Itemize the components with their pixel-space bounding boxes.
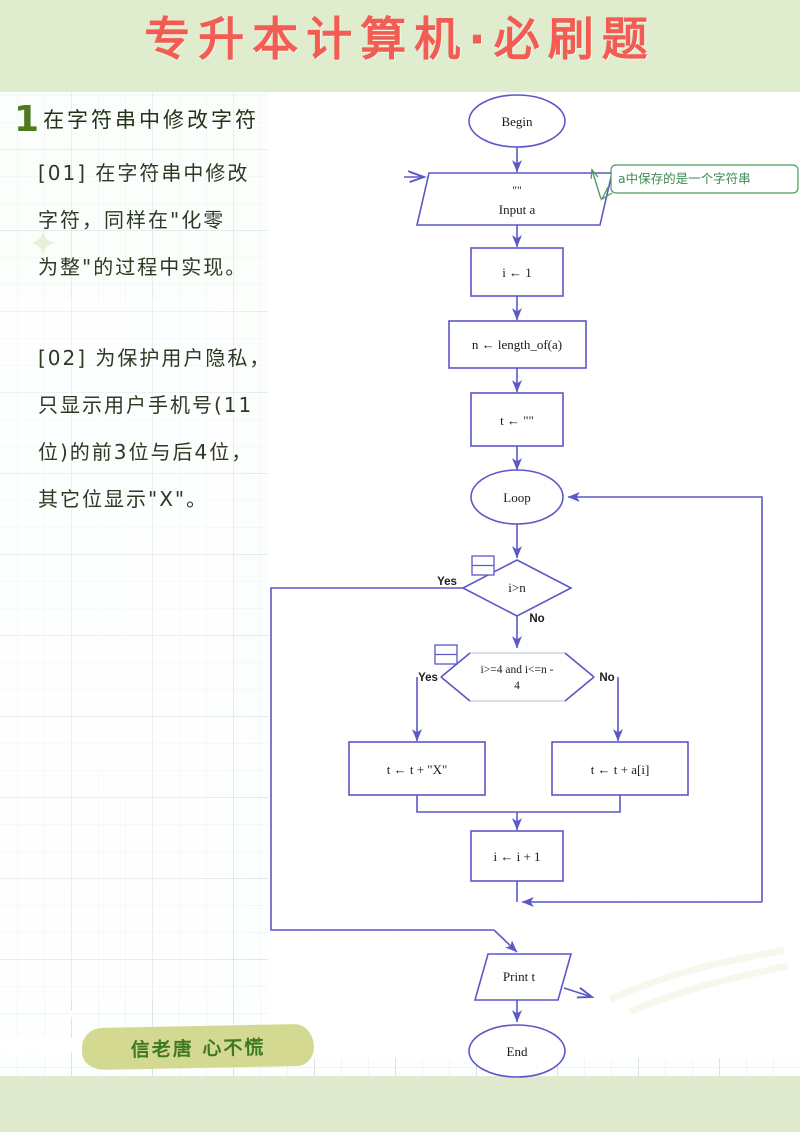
edge-assign-a-merge: [517, 795, 621, 813]
paragraph-01-line-2: 字符，同样在"化零: [38, 208, 226, 232]
edge-loopback-right: [567, 492, 763, 902]
flow-node-condition-2[interactable]: [439, 652, 596, 702]
annotation-text: a中保存的是一个字符串: [618, 171, 751, 186]
flow-node-assign-a-label: t ← t + a[i]: [591, 762, 650, 777]
paragraph-02-line-2: 只显示用户手机号(11: [38, 393, 254, 417]
paragraph-01-line-1: [01] 在字符串中修改: [38, 161, 250, 185]
flow-node-end[interactable]: [468, 1024, 566, 1078]
left-white-wash: [0, 300, 280, 1000]
flow-node-condition-2-label-line1: i>=4 and i<=n -: [481, 664, 554, 676]
paragraph-01: [01] 在字符串中修改 字符，同样在"化零 为整"的过程中实现。: [38, 150, 276, 291]
page-title: 专升本计算机·必刷题: [144, 12, 656, 66]
annotation-callout-box: [610, 164, 799, 194]
flow-node-init-i[interactable]: [470, 247, 564, 297]
edge-print-output-arrow: [563, 988, 592, 997]
flow-node-length-label: n ← length_of(a): [472, 337, 562, 352]
flow-node-init-i-label: i ← 1: [502, 265, 532, 280]
edge-label-cond1-yes: Yes: [437, 576, 457, 588]
edge-label-cond1-no: No: [529, 613, 544, 625]
flow-node-loop-label: Loop: [503, 490, 530, 505]
flow-node-assign-a[interactable]: [551, 741, 689, 796]
section-heading-text: 在字符串中修改字符: [43, 108, 260, 132]
left-text-column: 1 在字符串中修改字符 [01] 在字符串中修改 字符，同样在"化零 为整"的过…: [14, 100, 276, 523]
section-heading-row: 1 在字符串中修改字符: [14, 100, 276, 140]
paragraph-02-line-1: [02] 为保护用户隐私，: [38, 346, 272, 370]
flow-node-increment-label: i ← i + 1: [493, 849, 540, 864]
flow-node-input-top-label: "": [512, 185, 521, 197]
flow-node-condition-1-label: i>n: [508, 580, 526, 595]
paragraph-02-line-3: 位)的前3位与后4位，: [38, 440, 254, 464]
flow-node-input-label: Input a: [499, 202, 536, 217]
paragraph-02-line-4: 其它位显示"X"。: [38, 487, 209, 511]
flow-node-condition-2-edges: [440, 652, 595, 702]
edge-cond1-yes-to-print: [270, 587, 494, 931]
paragraph-02: [02] 为保护用户隐私， 只显示用户手机号(11 位)的前3位与后4位， 其它…: [38, 335, 276, 523]
edge-input-external-arrow-upper: [407, 170, 425, 178]
flow-node-assign-x-label: t ← t + "X": [387, 762, 448, 777]
white-writing-panel: [268, 68, 800, 1058]
edge-to-print: [493, 929, 518, 953]
flow-node-end-label: End: [507, 1044, 528, 1059]
edge-assign-x-merge: [416, 795, 517, 813]
flow-node-print-label: Print t: [503, 969, 536, 984]
annotation-callout-tail: [600, 186, 613, 201]
edge-label-cond2-yes: Yes: [418, 672, 438, 684]
flow-node-length[interactable]: [448, 320, 587, 369]
flow-node-condition-2-label-line2: 4: [514, 680, 520, 692]
header-band: [0, 0, 800, 92]
section-number: 1: [14, 99, 40, 140]
flow-node-init-t-label: t ← "": [500, 413, 534, 428]
edge-label-cond2-no: No: [599, 672, 614, 684]
paragraph-01-line-3: 为整"的过程中实现。: [38, 255, 248, 279]
flow-node-print[interactable]: [473, 953, 573, 1001]
annotation-leader-line: [592, 170, 602, 200]
flow-node-begin-label: Begin: [501, 114, 533, 129]
flow-node-input[interactable]: [415, 172, 614, 226]
